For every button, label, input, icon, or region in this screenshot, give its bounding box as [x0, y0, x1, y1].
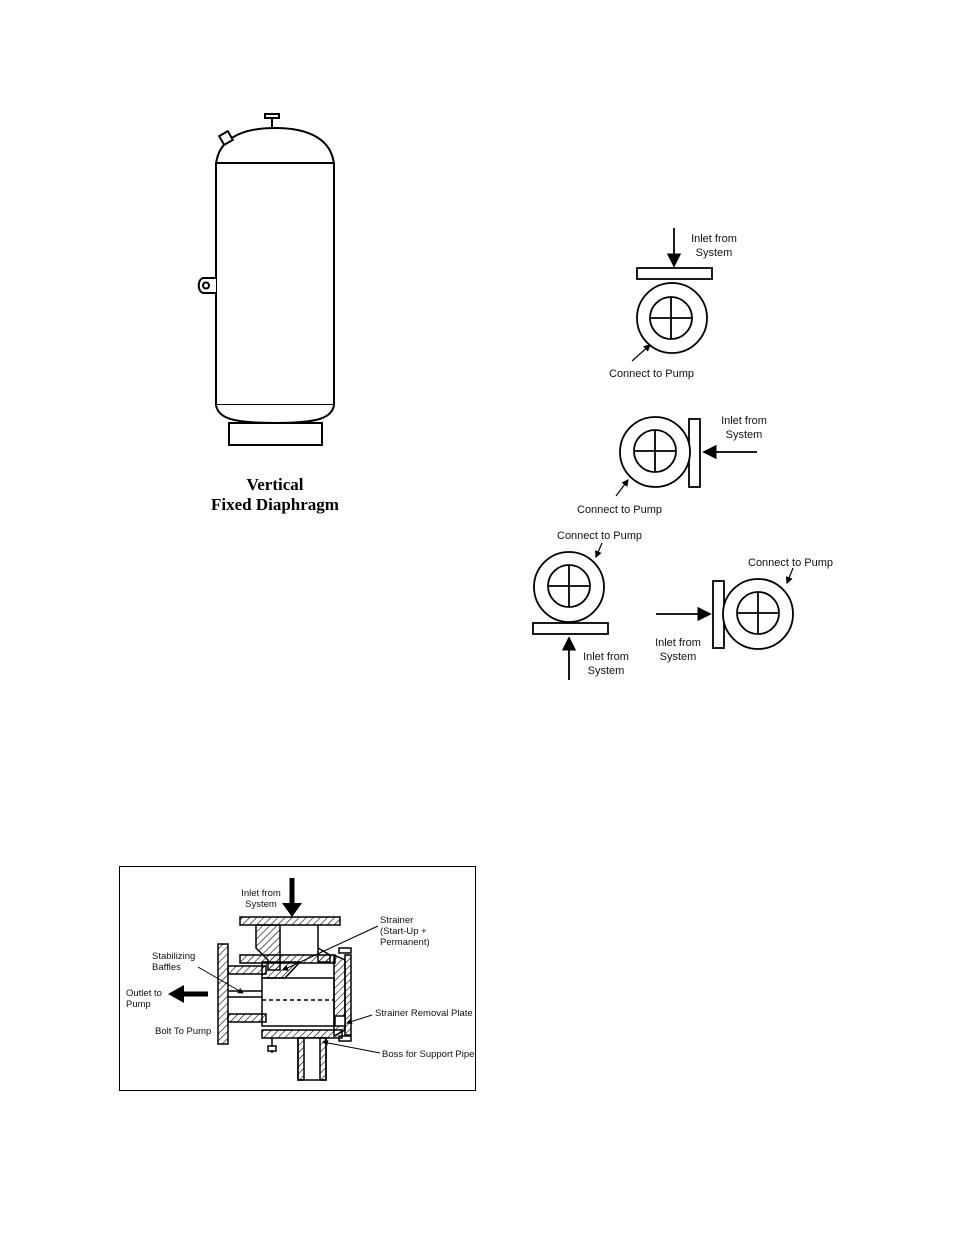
connect-label-top: Connect to Pump [609, 368, 694, 380]
inlet-label-bottom-line1: Inlet from [583, 651, 629, 663]
outlet-label-line1: Outlet to [126, 988, 162, 999]
tank-caption-line2: Fixed Diaphragm [211, 495, 339, 514]
baffles-label-line2: Baffles [152, 962, 181, 973]
strainer-inlet-line1: Inlet from [241, 888, 281, 899]
inlet-label-left-line1: Inlet from [655, 637, 701, 649]
inlet-label-right-line1: Inlet from [721, 415, 767, 427]
baffles-label-line1: Stabilizing [152, 951, 196, 962]
outlet-label-line2: Pump [126, 999, 151, 1010]
connect-label-bottom: Connect to Pump [557, 530, 642, 542]
connect-label-left: Connect to Pump [748, 557, 833, 569]
inlet-label-left-line2: System [659, 651, 697, 663]
strainer-label-line2: (Start-Up + [380, 926, 427, 937]
inlet-label-top-line2: System [695, 247, 733, 259]
removal-plate-label: Strainer Removal Plate [375, 1008, 473, 1019]
inlet-label-right-line2: System [725, 429, 763, 441]
tank-caption-line1: Vertical [246, 475, 304, 494]
inlet-label-top-line1: Inlet from [691, 233, 737, 245]
strainer-inlet-line2: System [245, 899, 277, 910]
strainer-frame [119, 866, 476, 1091]
bolt-to-pump-label: Bolt To Pump [155, 1026, 212, 1037]
boss-label: Boss for Support Pipe [382, 1049, 475, 1060]
connect-label-right: Connect to Pump [577, 504, 662, 516]
inlet-label-bottom-line2: System [587, 665, 625, 677]
strainer-label-line3: Permanent) [380, 937, 430, 948]
strainer-label-line1: Strainer [380, 915, 414, 926]
